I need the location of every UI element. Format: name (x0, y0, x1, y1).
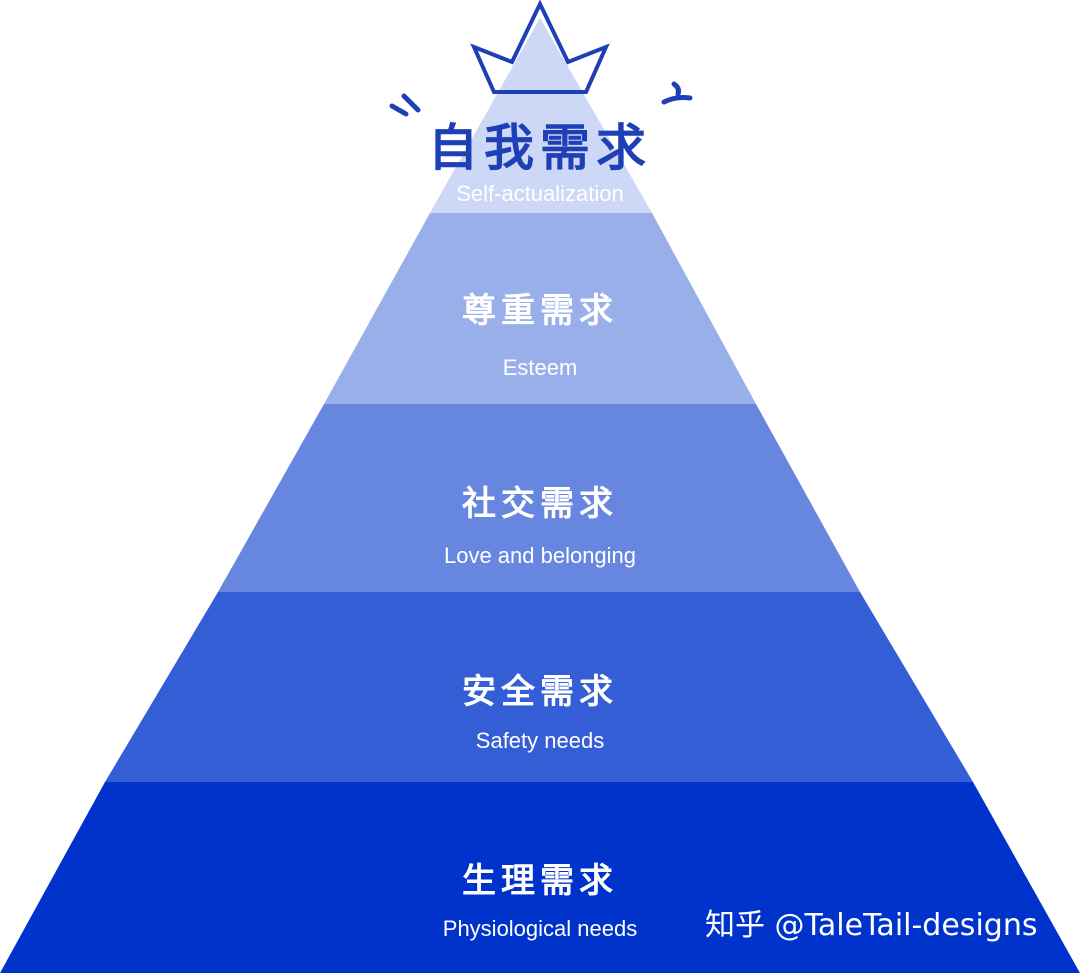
level-title-en: Self-actualization (456, 181, 624, 206)
level-title-zh: 社交需求 (462, 484, 618, 524)
level-esteem (324, 213, 756, 404)
level-self-actualization (430, 18, 652, 213)
level-love-belonging (218, 404, 860, 592)
level-title-en: Love and belonging (444, 543, 636, 568)
level-title-en: Physiological needs (443, 916, 637, 941)
level-physiological (0, 782, 1080, 973)
level-title-zh: 自我需求 (428, 119, 652, 177)
sparkle-left-icon (389, 93, 421, 117)
level-title-zh: 尊重需求 (462, 291, 618, 331)
crown-icon (470, 0, 610, 94)
watermark: 知乎 @TaleTail-designs (705, 908, 1038, 943)
level-title-en: Safety needs (476, 728, 604, 753)
level-title-zh: 安全需求 (462, 672, 618, 712)
sparkle-right-icon (661, 81, 693, 105)
level-safety (105, 592, 973, 782)
level-title-zh: 生理需求 (462, 861, 618, 901)
level-title-en: Esteem (503, 355, 578, 380)
